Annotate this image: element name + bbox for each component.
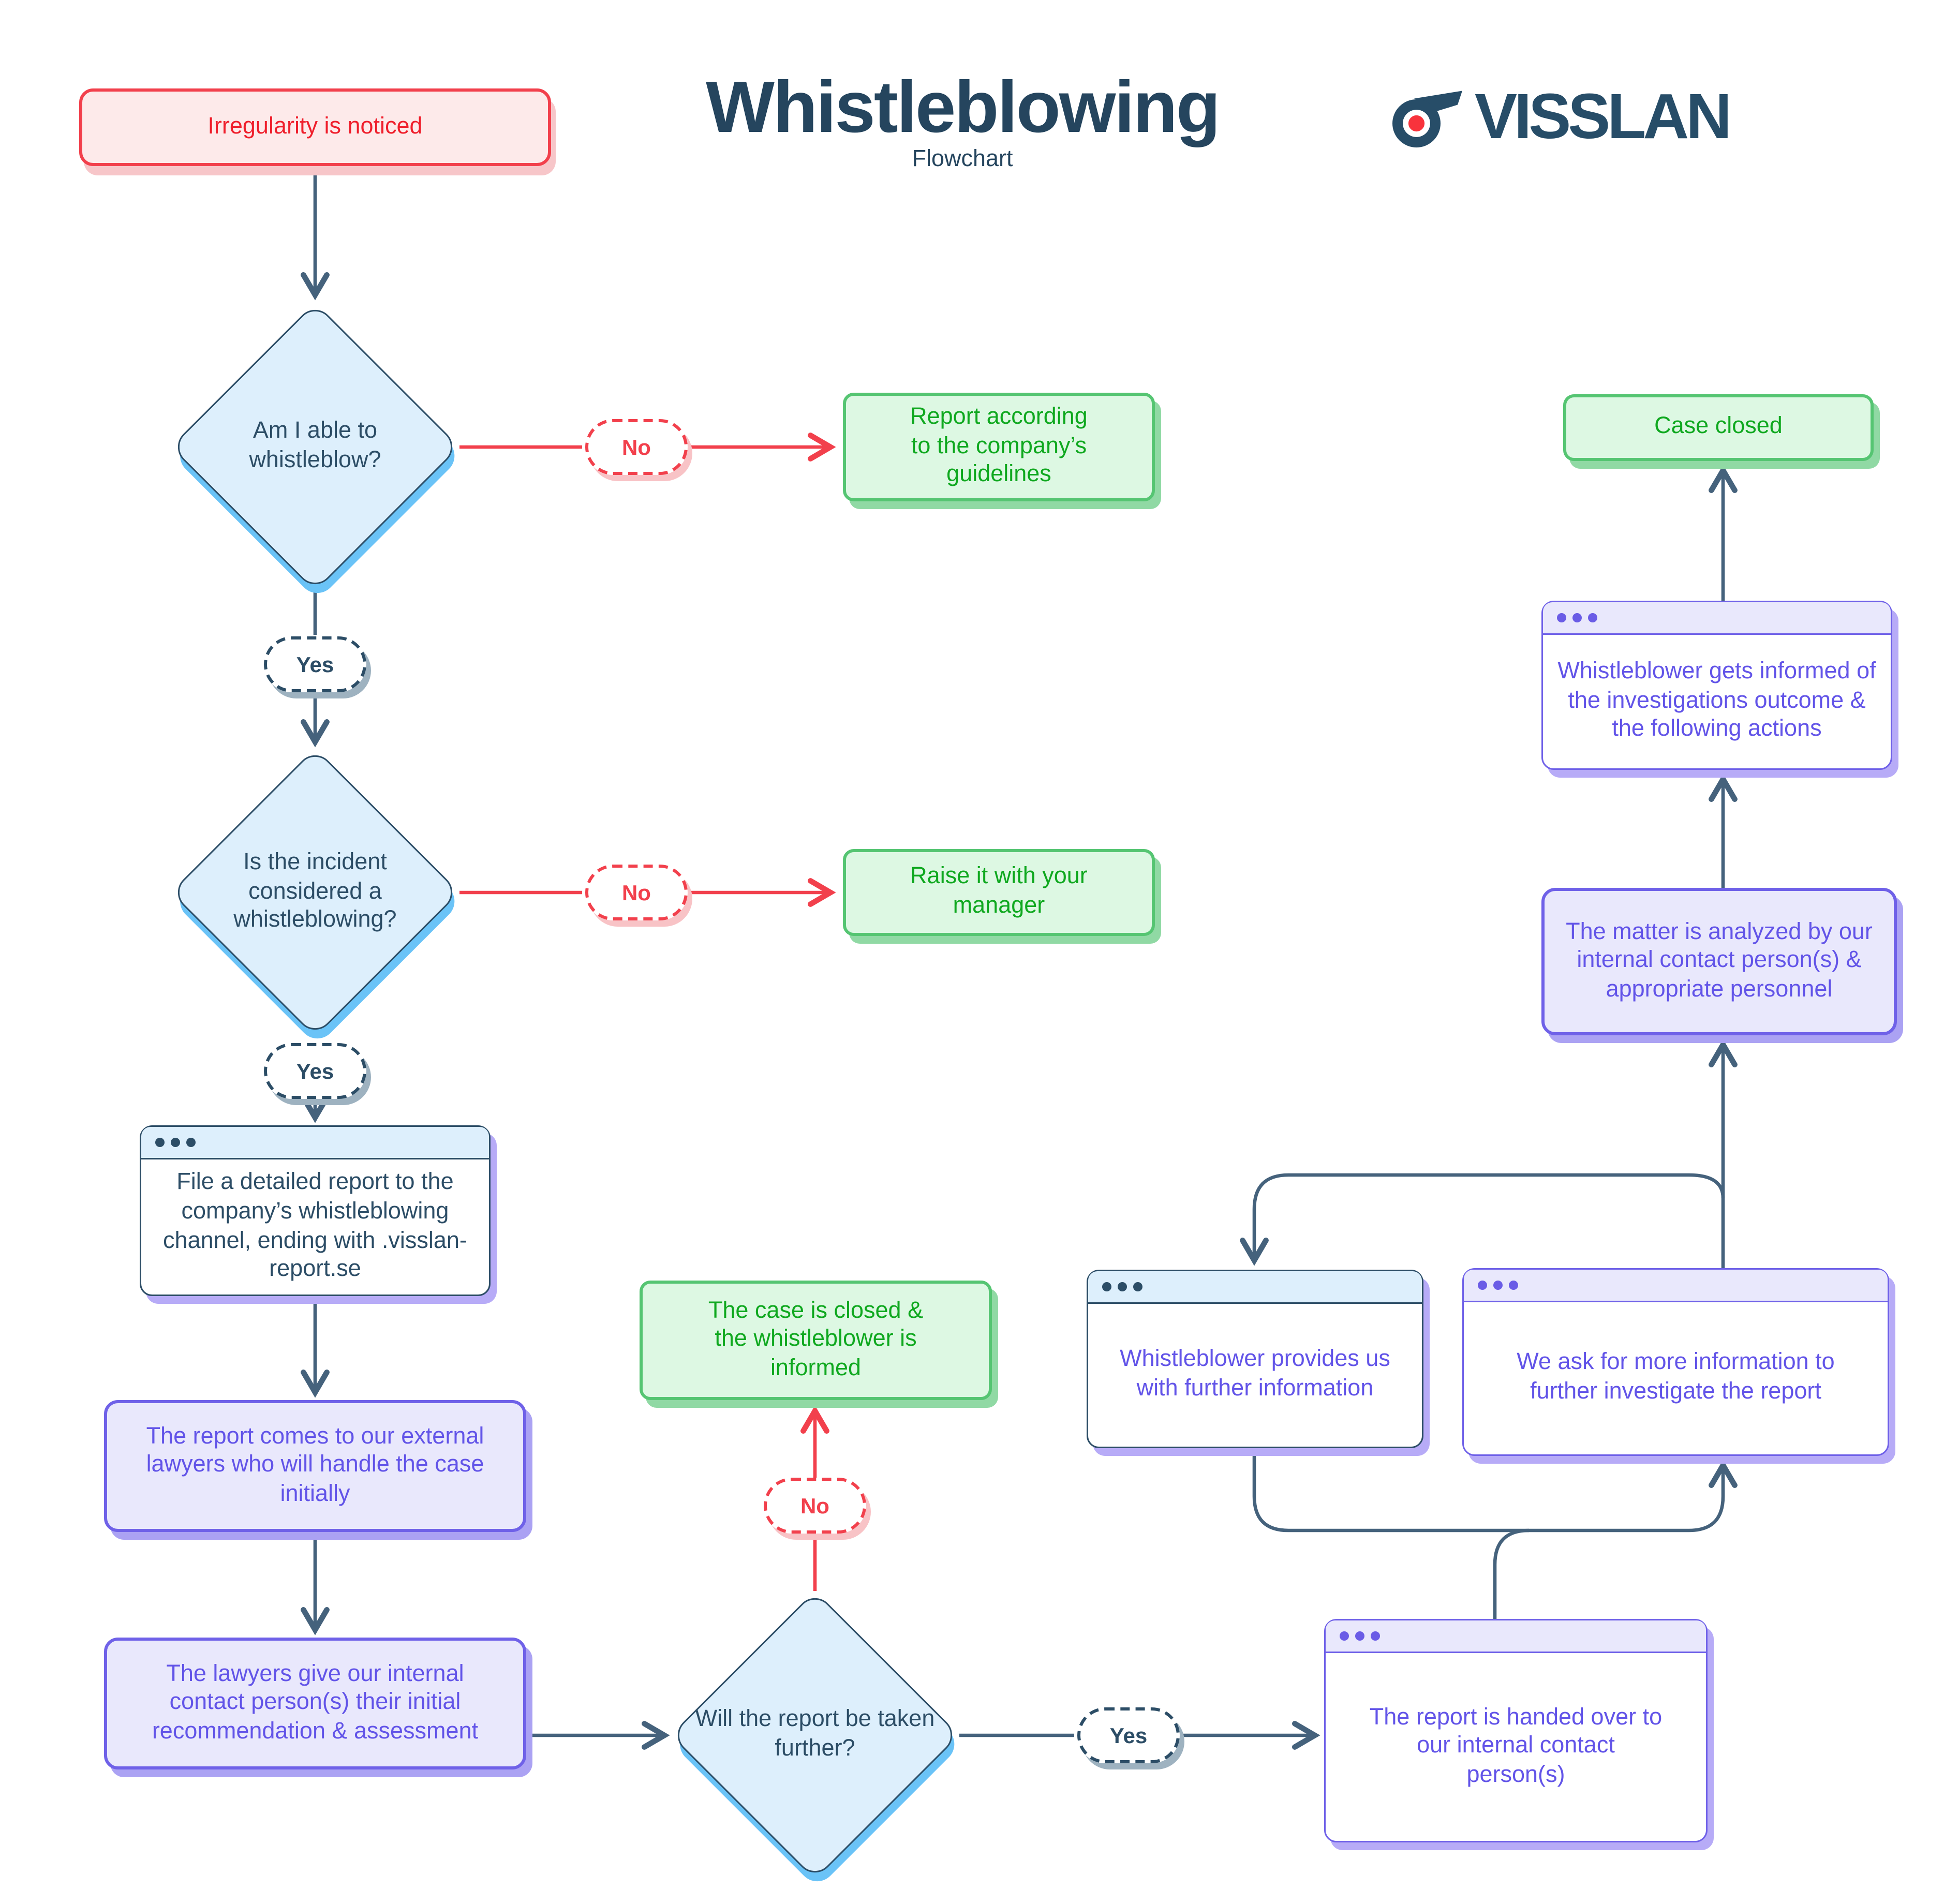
window-dots-icon [1478,1281,1487,1290]
outcome-case-closed: Case closed [1563,394,1874,461]
whistle-icon [1392,90,1462,147]
yes-pill-3: Yes [1077,1707,1180,1763]
step-matter-analyzed: The matter is analyzed by our internal c… [1541,888,1897,1035]
decision-taken-further: Will the report be taken further? [695,1706,935,1762]
window-dots-icon [1340,1631,1349,1641]
step-file-report: File a detailed report to the company’s … [163,1169,467,1283]
step-ask-more-info-window: We ask for more information to further i… [1462,1268,1889,1456]
step-report-handed-over-window: The report is handed over to our interna… [1324,1619,1708,1842]
no-pill-2: No [585,865,688,920]
brand-logo: VISSLAN [1392,81,1732,154]
no-pill-1: No [585,419,688,475]
brand-name: VISSLAN [1475,81,1732,152]
window-titlebar [1464,1270,1888,1302]
window-titlebar [1088,1271,1422,1304]
page-title-block: Whistleblowing Flowchart [590,68,1335,173]
step-whistleblower-informed-window: Whistleblower gets informed of the inves… [1541,601,1892,770]
yes-pill-1: Yes [264,636,366,692]
window-dots-icon [1557,613,1566,622]
decision-is-whistleblowing: Is the incident considered a whistleblow… [233,849,397,933]
window-dots-icon [1102,1282,1111,1291]
step-report-handed-over: The report is handed over to our interna… [1369,1703,1663,1788]
outcome-report-guidelines: Report according to the company’s guidel… [843,393,1155,501]
dark-connectors [301,166,1738,1750]
decision-am-i-able: Am I able to whistleblow? [249,418,381,473]
page-title: Whistleblowing [706,65,1221,147]
window-titlebar [1326,1620,1706,1653]
step-whistleblower-provides-info-window: Whistleblower provides us with further i… [1087,1270,1423,1448]
outcome-case-closed-informed: The case is closed & the whistleblower i… [640,1281,992,1400]
start-node: Irregularity is noticed [79,88,551,166]
step-ask-more-info: We ask for more information to further i… [1517,1349,1835,1405]
window-titlebar [1543,602,1891,635]
no-pill-3: No [764,1478,866,1534]
step-file-report-window: File a detailed report to the company’s … [140,1125,491,1296]
window-titlebar [141,1127,489,1159]
window-dots-icon [155,1138,165,1147]
step-lawyers-recommendation: The lawyers give our internal contact pe… [104,1638,526,1769]
red-connectors [459,433,836,1591]
step-whistleblower-informed: Whistleblower gets informed of the inves… [1557,658,1876,742]
outcome-raise-manager: Raise it with your manager [843,849,1155,936]
page-subtitle: Flowchart [912,146,1013,173]
step-whistleblower-provides-info: Whistleblower provides us with further i… [1120,1346,1390,1402]
step-external-lawyers: The report comes to our external lawyers… [104,1400,526,1532]
yes-pill-2: Yes [264,1043,366,1099]
